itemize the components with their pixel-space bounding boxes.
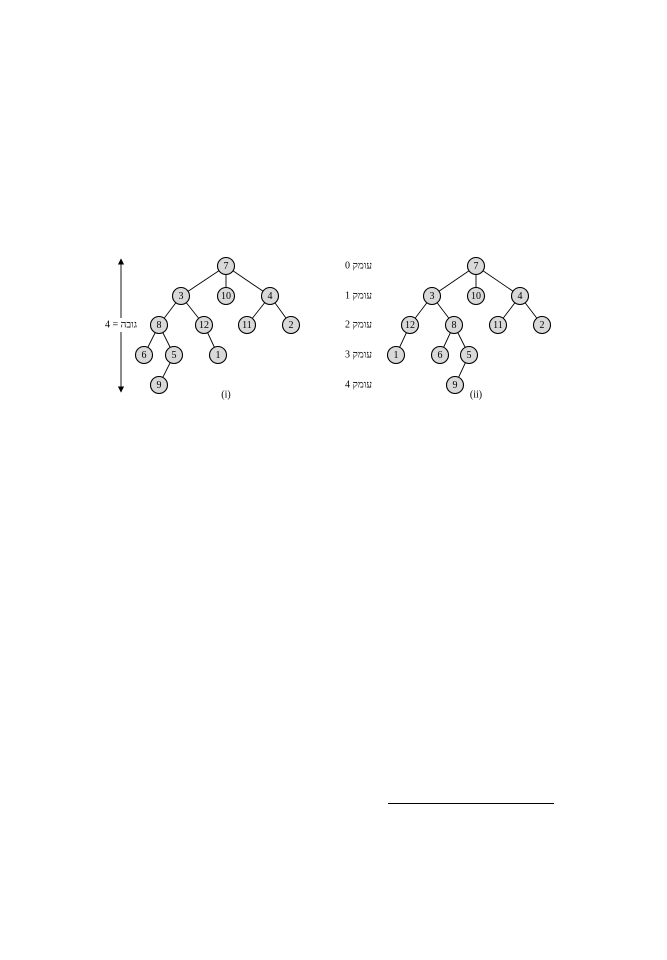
node-label: 8 bbox=[452, 320, 457, 331]
tree-caption: (i) bbox=[221, 390, 230, 401]
node-circle bbox=[216, 256, 236, 276]
node-circle bbox=[281, 315, 301, 335]
node-circle bbox=[208, 345, 228, 365]
tree-node: 2 bbox=[281, 315, 301, 335]
depth-label-0: עומק 0 bbox=[345, 261, 372, 272]
node-label: 10 bbox=[471, 291, 481, 302]
node-label: 12 bbox=[405, 320, 415, 331]
node-label: 2 bbox=[289, 320, 294, 331]
tree-node: 12 bbox=[194, 315, 214, 335]
node-circle bbox=[532, 315, 552, 335]
node-label: 5 bbox=[467, 350, 472, 361]
tree-node: 9 bbox=[445, 375, 465, 395]
tree-node: 12 bbox=[400, 315, 420, 335]
tree-node: 5 bbox=[164, 345, 184, 365]
node-circle bbox=[237, 315, 257, 335]
node-label: 6 bbox=[142, 350, 147, 361]
node-label: 9 bbox=[453, 380, 458, 391]
node-circle bbox=[216, 286, 236, 306]
depth-label-2: עומק 2 bbox=[345, 320, 372, 331]
depth-label-4: עומק 4 bbox=[345, 380, 372, 391]
node-circle bbox=[400, 315, 420, 335]
node-label: 11 bbox=[493, 320, 503, 331]
tree-node: 6 bbox=[134, 345, 154, 365]
node-label: 7 bbox=[224, 261, 229, 272]
node-circle bbox=[430, 345, 450, 365]
node-label: 10 bbox=[221, 291, 231, 302]
node-circle bbox=[386, 345, 406, 365]
tree-node: 6 bbox=[430, 345, 450, 365]
tree-2: 7 3 10 4 12 8 11 2 1 6 5 9 (ii) bbox=[386, 256, 552, 401]
tree-node: 3 bbox=[422, 286, 442, 306]
node-circle bbox=[194, 315, 214, 335]
node-label: 1 bbox=[394, 350, 399, 361]
tree-node: 10 bbox=[466, 286, 486, 306]
node-label: 4 bbox=[518, 291, 523, 302]
node-label: 1 bbox=[216, 350, 221, 361]
node-circle bbox=[444, 315, 464, 335]
tree-node: 1 bbox=[386, 345, 406, 365]
node-label: 8 bbox=[157, 320, 162, 331]
depth-label-1: עומק 1 bbox=[345, 291, 372, 302]
node-label: 2 bbox=[540, 320, 545, 331]
tree-node: 2 bbox=[532, 315, 552, 335]
node-circle bbox=[149, 375, 169, 395]
node-circle bbox=[466, 256, 486, 276]
tree-node: 4 bbox=[510, 286, 530, 306]
node-circle bbox=[466, 286, 486, 306]
depth-label-3: עומק 3 bbox=[345, 350, 372, 361]
node-circle bbox=[134, 345, 154, 365]
tree-node: 8 bbox=[149, 315, 169, 335]
tree-node: 11 bbox=[237, 315, 257, 335]
tree-caption: (ii) bbox=[470, 390, 482, 401]
tree-node: 3 bbox=[171, 286, 191, 306]
node-circle bbox=[488, 315, 508, 335]
tree-node: 5 bbox=[459, 345, 479, 365]
tree-node: 1 bbox=[208, 345, 228, 365]
node-circle bbox=[149, 315, 169, 335]
node-label: 7 bbox=[474, 261, 479, 272]
node-circle bbox=[171, 286, 191, 306]
height-label-backing bbox=[100, 318, 142, 332]
node-circle bbox=[459, 345, 479, 365]
node-label: 3 bbox=[179, 291, 184, 302]
node-label: 5 bbox=[172, 350, 177, 361]
footnote-rule bbox=[388, 803, 554, 804]
tree-node: 9 bbox=[149, 375, 169, 395]
node-label: 12 bbox=[199, 320, 209, 331]
height-label: גובה = 4 bbox=[105, 320, 137, 331]
node-label: 3 bbox=[430, 291, 435, 302]
tree-node: 4 bbox=[260, 286, 280, 306]
tree-node: 7 bbox=[216, 256, 236, 276]
node-circle bbox=[164, 345, 184, 365]
tree-node: 11 bbox=[488, 315, 508, 335]
node-circle bbox=[510, 286, 530, 306]
node-label: 4 bbox=[268, 291, 273, 302]
tree-node: 7 bbox=[466, 256, 486, 276]
node-label: 9 bbox=[157, 380, 162, 391]
node-label: 6 bbox=[438, 350, 443, 361]
tree-node: 8 bbox=[444, 315, 464, 335]
tree-node: 10 bbox=[216, 286, 236, 306]
node-circle bbox=[445, 375, 465, 395]
node-label: 11 bbox=[242, 320, 252, 331]
node-circle bbox=[260, 286, 280, 306]
tree-1: 7 3 10 4 8 12 11 2 6 5 1 9 (i) bbox=[134, 256, 301, 401]
node-circle bbox=[422, 286, 442, 306]
